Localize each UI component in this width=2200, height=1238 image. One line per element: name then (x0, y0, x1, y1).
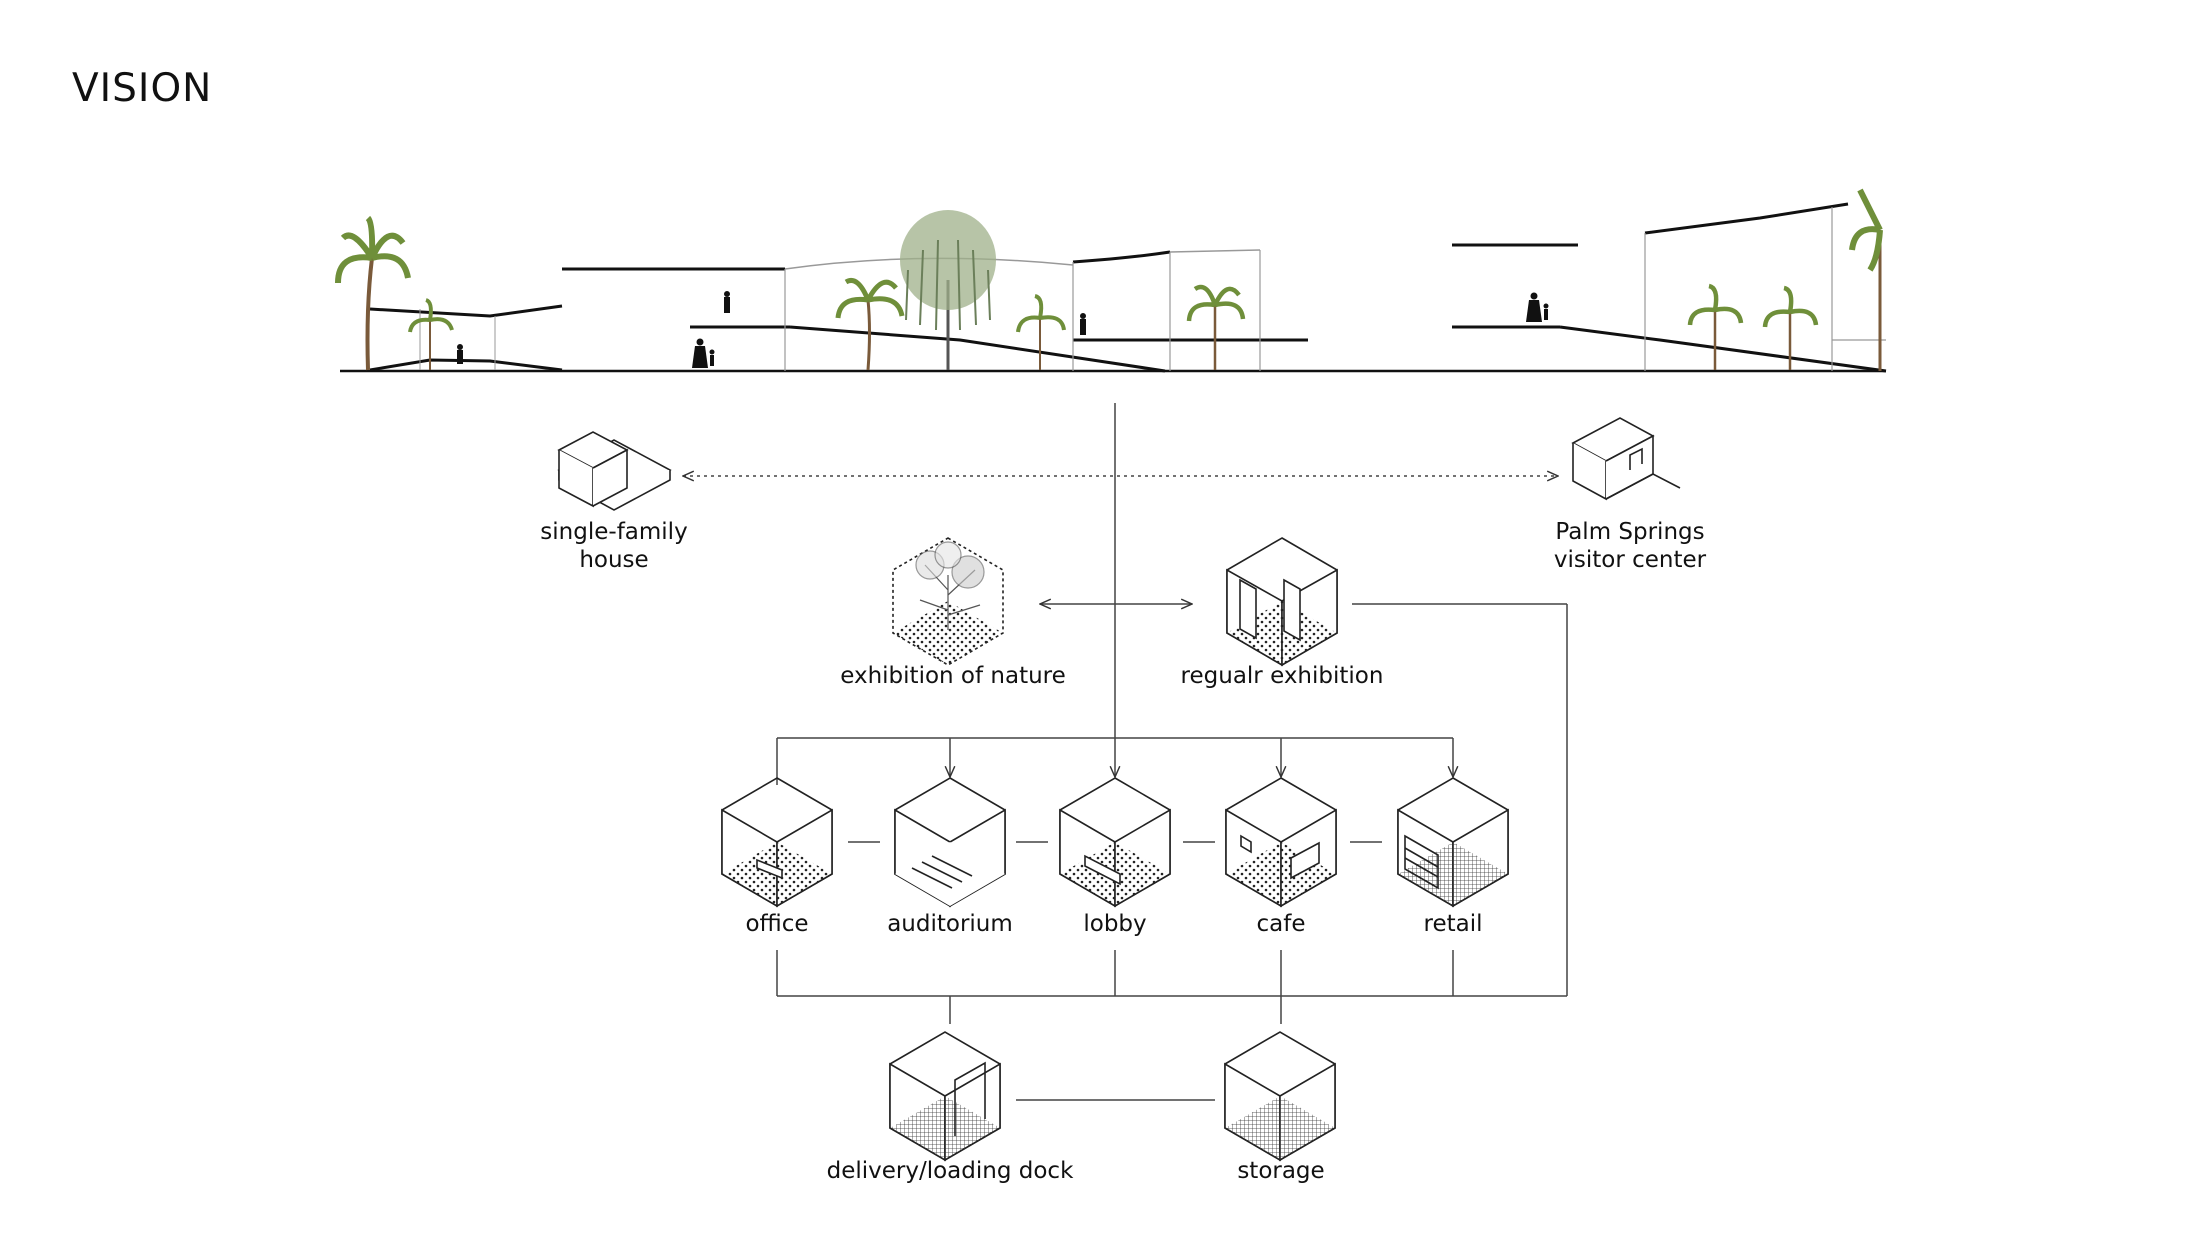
loading-dock-icon (889, 1031, 1001, 1162)
cafe-label: cafe (1256, 911, 1306, 937)
regular-exhibition-icon (1226, 537, 1338, 667)
visitor-center-icon (1571, 417, 1681, 501)
palm-tree (335, 215, 411, 371)
space-row (721, 777, 1509, 908)
palm-tree (408, 298, 454, 370)
office-label: office (745, 911, 809, 937)
page-title: VISION (72, 66, 213, 111)
retail-icon (1397, 777, 1509, 908)
palm-tree (1849, 188, 1883, 371)
lobby-label: lobby (1083, 911, 1147, 937)
office-icon (721, 777, 833, 908)
storage-icon (1224, 1031, 1336, 1162)
palm-tree (1186, 284, 1246, 370)
left-ramp (369, 358, 563, 372)
lobby-icon (1059, 777, 1171, 908)
auditorium-label: auditorium (887, 911, 1013, 937)
connection-lines (683, 403, 1568, 1101)
right-ramp (1559, 325, 1887, 373)
visitor-center-label-text: Palm Springs visitor center (1553, 519, 1707, 573)
left-canopy (369, 304, 563, 318)
auditorium-icon (894, 777, 1006, 908)
section-elevation (335, 188, 1887, 373)
palm-tree (1016, 294, 1066, 370)
house-label: single-family house (540, 518, 687, 574)
retail-label: retail (1423, 911, 1483, 937)
loading-dock-label: delivery/loading dock (826, 1158, 1074, 1184)
house-label-text: single-family house (540, 519, 688, 573)
palm-tree (835, 278, 905, 371)
storage-label: storage (1237, 1158, 1325, 1184)
willow-tree (900, 210, 996, 370)
palm-tree (1687, 283, 1744, 370)
right-roof (1644, 202, 1849, 235)
nature-exhibition-label: exhibition of nature (840, 663, 1066, 689)
palm-tree (1762, 285, 1819, 370)
cafe-icon (1225, 777, 1337, 908)
nature-exhibition-icon (892, 537, 1004, 666)
visitor-center-label: Palm Springs visitor center (1554, 518, 1706, 574)
center-roof-right (1072, 250, 1171, 264)
regular-exhibition-label: regualr exhibition (1180, 663, 1384, 689)
people (457, 291, 1549, 368)
house-icon (557, 431, 672, 511)
center-ramp (789, 325, 1166, 373)
